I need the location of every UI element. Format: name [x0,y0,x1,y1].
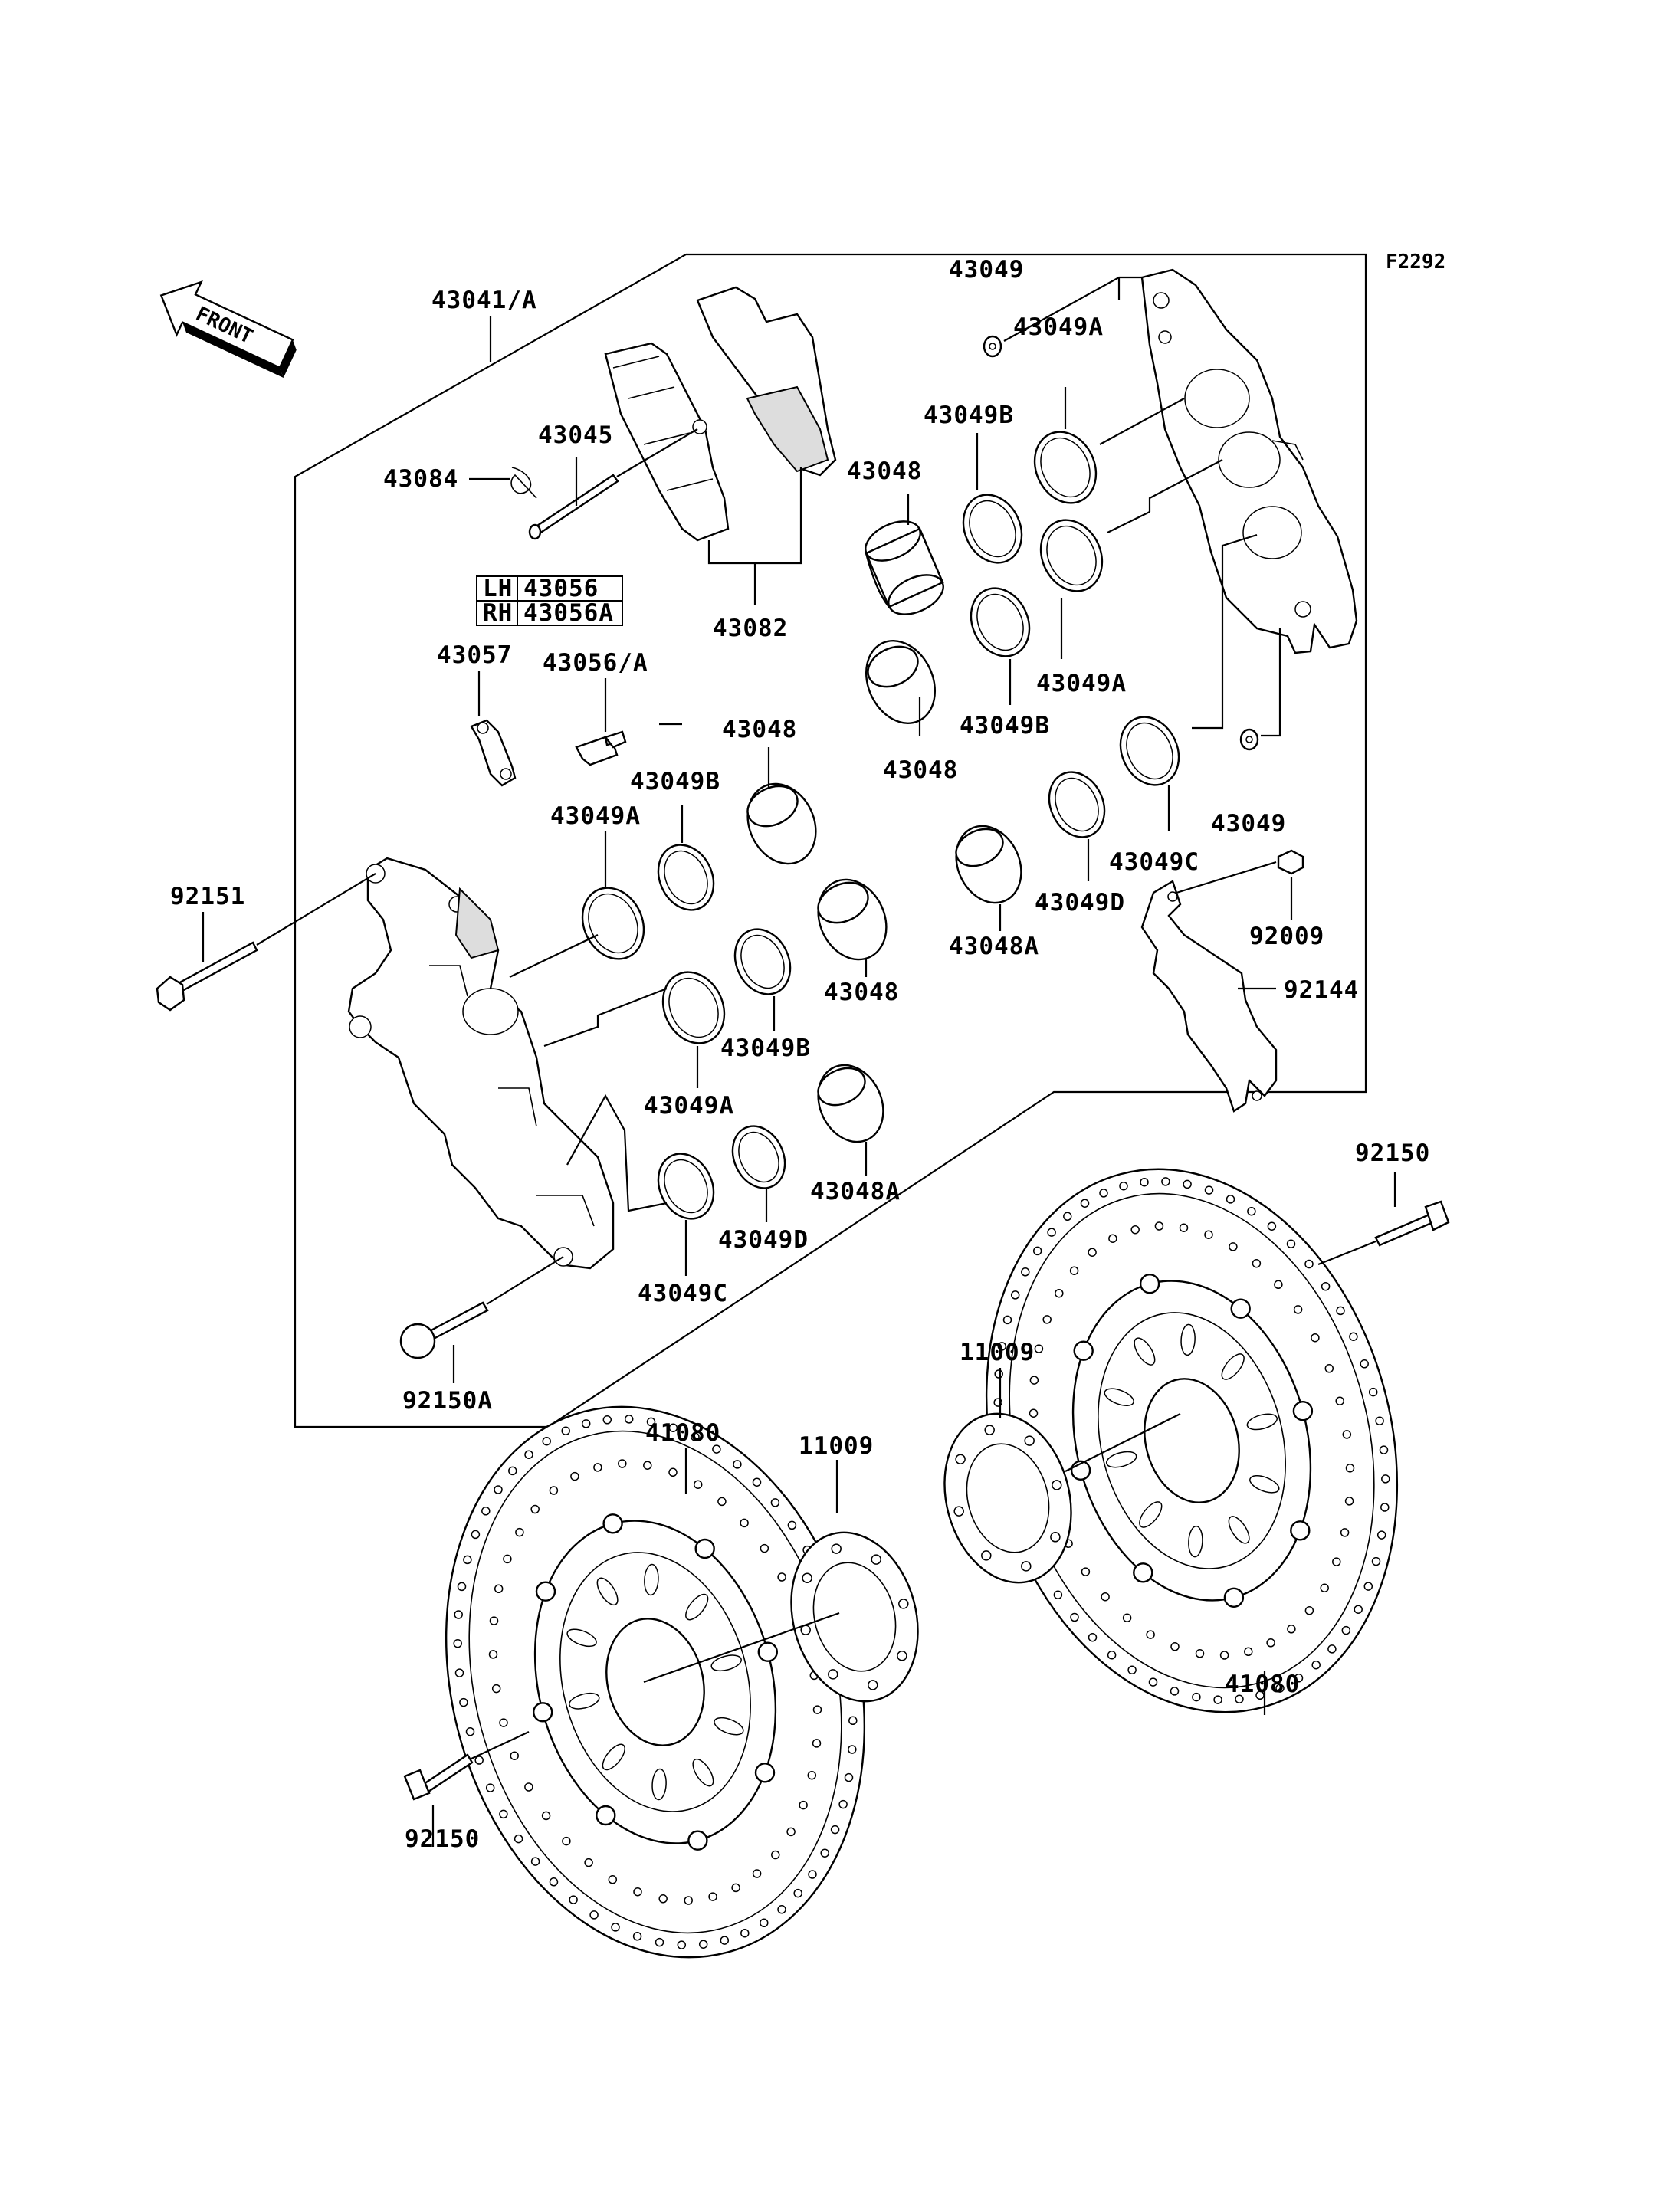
label-43056A: 43056/A [543,649,648,677]
label-92150A: 92150A [402,1387,493,1415]
pad-spring-92144 [1140,880,1278,1113]
left-caliper-half [347,857,615,1270]
label-43049B-left: 43049B [630,768,720,795]
brake-disc-left [445,1405,866,1959]
seal-43049B-mid [970,587,1031,657]
label-43049A-mid: 43049A [1036,670,1127,697]
front-arrow-icon: FRONT [159,280,297,378]
label-43049B-center: 43049B [720,1035,811,1062]
label-92150-right: 92150 [1355,1139,1430,1167]
caliper-assembly-outline [294,253,1367,1428]
label-43049D-center: 43049D [718,1226,809,1254]
seal-43049B-left [657,844,715,911]
side-lh: LH [483,575,513,602]
seal-43049D-center [731,1125,786,1189]
label-43049B-mid: 43049B [960,712,1050,739]
seal-43049-top [983,335,1002,358]
piston-43048-mid [865,640,937,724]
bolt-92150A [399,1256,564,1359]
label-43049A-top: 43049A [1013,313,1104,341]
seal-43049C-center [657,1153,715,1220]
seal-43049A-left [581,887,645,960]
label-41080-left: 41080 [645,1419,720,1447]
label-43049C-right: 43049C [1109,848,1199,876]
label-43082: 43082 [713,615,788,642]
label-92144: 92144 [1284,976,1359,1004]
label-43041A: 43041/A [431,287,537,314]
piston-43048A-center [817,1064,884,1143]
side-rh: RH [483,599,513,627]
label-43048-center: 43048 [824,979,899,1006]
seal-43049A-center [661,971,726,1044]
bleeder-cap [470,719,517,787]
gasket-11009-left [790,1531,919,1703]
bolt-92151 [156,873,376,1012]
label-43049-top: 43049 [949,256,1024,284]
label-43048-top: 43048 [847,457,922,485]
label-43048-left: 43048 [722,716,797,743]
label-43048A-center: 43048A [810,1178,901,1205]
label-41080-right: 41080 [1225,1671,1300,1698]
label-92151: 92151 [170,883,245,910]
seal-43049A-top [1033,431,1098,504]
bolt-92150-right [1374,1200,1450,1247]
label-43049B-top: 43049B [924,402,1014,429]
pad-clip [510,467,537,499]
seal-43049D-right [1048,771,1106,838]
label-11009-right: 11009 [960,1339,1035,1366]
bolt-92150-left [403,1753,474,1801]
label-43049A-center: 43049A [644,1092,734,1120]
seal-43049-right [1239,728,1259,751]
label-43045: 43045 [538,421,613,449]
label-43048A-right: 43048A [949,933,1039,960]
piston-43048-center [817,878,888,961]
seal-43049B-top [962,494,1023,564]
label-43057: 43057 [437,641,512,669]
seal-43049C-right [1119,716,1180,786]
label-92150-left: 92150 [405,1825,480,1853]
label-43048-mid: 43048 [883,756,958,784]
label-43084: 43084 [383,465,458,493]
pad-pin [528,428,698,540]
label-43049C-center: 43049C [638,1280,728,1307]
side-lh-part: 43056 [523,575,599,602]
side-table: LH 43056 RH 43056A [476,575,623,627]
right-caliper-half [1140,268,1358,654]
piston-43048-top [865,520,944,615]
label-43049-right: 43049 [1211,810,1286,838]
side-rh-part: 43056A [523,599,614,627]
piston-43048A-right [955,825,1022,904]
seal-43049A-mid [1039,519,1104,592]
label-92009: 92009 [1249,923,1324,950]
diagram-code: F2292 [1386,251,1445,274]
brake-pads [604,286,837,542]
bleeder-valve [575,730,627,766]
screw-92009 [1277,849,1304,875]
label-43049A-left: 43049A [550,802,641,830]
label-11009-left: 11009 [799,1432,874,1460]
piston-43048-left [746,782,817,865]
seal-43049B-center [733,928,792,995]
gasket-11009-right [943,1412,1072,1584]
label-43049D-right: 43049D [1035,889,1125,917]
